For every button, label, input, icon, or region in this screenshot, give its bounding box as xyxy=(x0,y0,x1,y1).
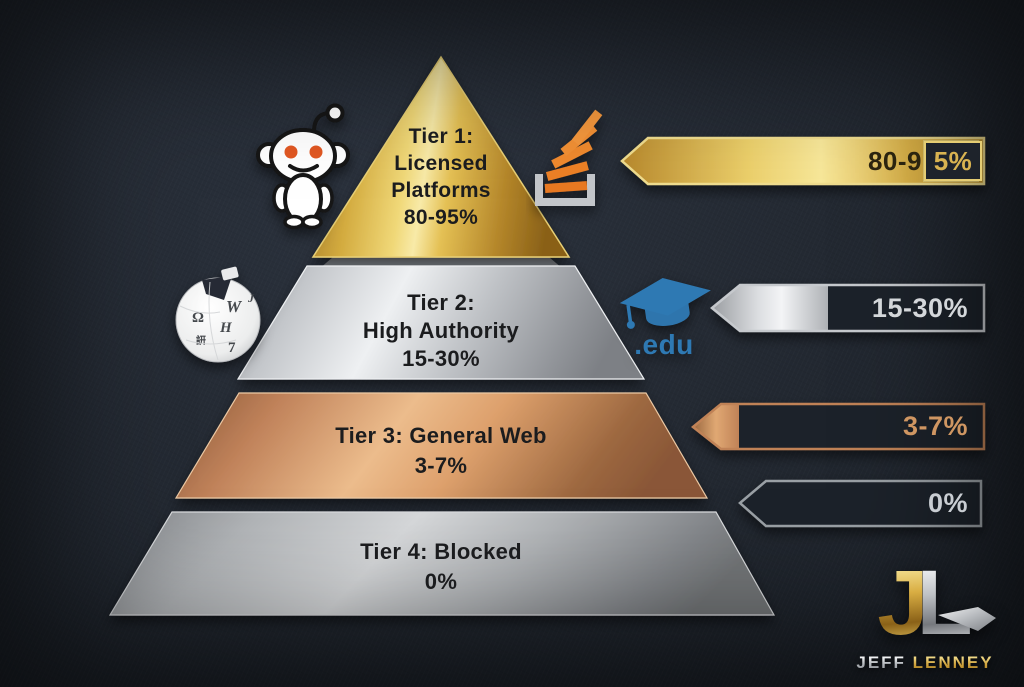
swoosh-arrow-icon xyxy=(938,607,996,631)
tier1-label: Tier 1: Licensed Platforms 80-95% xyxy=(331,123,551,231)
monogram-l: L xyxy=(916,552,973,654)
edu-label: .edu xyxy=(634,329,694,360)
svg-text:J: J xyxy=(247,291,255,305)
tier1-pct: 80-95% xyxy=(403,206,479,229)
tier4-pct: 0% xyxy=(424,569,458,594)
tier3-bronze-trapezoid xyxy=(174,392,709,499)
edu-badge: .edu xyxy=(608,272,720,361)
arrow-tier4 xyxy=(738,479,983,528)
tier4-title: Tier 4: Blocked xyxy=(360,539,522,564)
monogram-j: J xyxy=(877,552,929,654)
arrow-tier1-value: 80-9 5% xyxy=(622,138,984,184)
arrow-tier3-value: 3-7% xyxy=(693,403,984,449)
arrow-tier3-value-text: 3-7% xyxy=(902,410,968,441)
arrow-tier2 xyxy=(710,283,986,333)
svg-text:Ω: Ω xyxy=(192,310,204,326)
svg-text:詽: 詽 xyxy=(196,334,206,347)
stackoverflow-icon xyxy=(535,109,603,206)
arrow-tier2-value-text: 15-30% xyxy=(871,292,968,323)
brand-name-first: JEFF xyxy=(856,653,906,672)
arrow-tier3 xyxy=(691,402,986,451)
tier2-pct: 15-30% xyxy=(402,346,480,371)
arrow-tier2-fill xyxy=(712,285,828,331)
tier1-title: Tier 1: Licensed Platforms xyxy=(391,125,491,202)
graduation-cap-icon xyxy=(619,277,711,329)
arrow-tier1-value-box: 5% xyxy=(924,141,982,181)
svg-text:7: 7 xyxy=(228,340,236,356)
tier2-silver-trapezoid xyxy=(236,265,646,380)
tier3-title: Tier 3: General Web xyxy=(335,423,547,448)
arrow-tier1-value-left: 80-9 xyxy=(867,145,922,176)
wikipedia-icon: W Ω H 7 J 詽 xyxy=(175,266,261,363)
tier1-gold-triangle xyxy=(311,55,571,258)
tier3-label: Tier 3: General Web 3-7% xyxy=(266,421,616,481)
brand-name: JEFF LENNEY xyxy=(840,653,1010,673)
svg-text:W: W xyxy=(226,297,243,316)
brand-logo: JL JEFF LENNEY xyxy=(840,555,1010,673)
tier4-gray-trapezoid xyxy=(108,511,776,616)
brand-name-last: LENNEY xyxy=(912,653,994,672)
tier4-label: Tier 4: Blocked 0% xyxy=(266,537,616,597)
tier2-title: Tier 2: High Authority xyxy=(362,290,520,343)
brand-monogram: JL xyxy=(840,555,1010,651)
arrow-tier4-value-text: 0% xyxy=(927,488,968,518)
arrow-tier3-fill xyxy=(693,404,739,449)
svg-text:H: H xyxy=(219,320,233,336)
arrow-tier2-value: 15-30% xyxy=(712,284,984,332)
tier3-pct: 3-7% xyxy=(414,453,468,478)
arrow-tier4-value: 0% xyxy=(740,481,984,526)
tier2-label: Tier 2: High Authority 15-30% xyxy=(291,289,591,373)
arrow-tier1-value-right: 5% xyxy=(933,145,973,176)
reddit-icon xyxy=(256,103,350,230)
